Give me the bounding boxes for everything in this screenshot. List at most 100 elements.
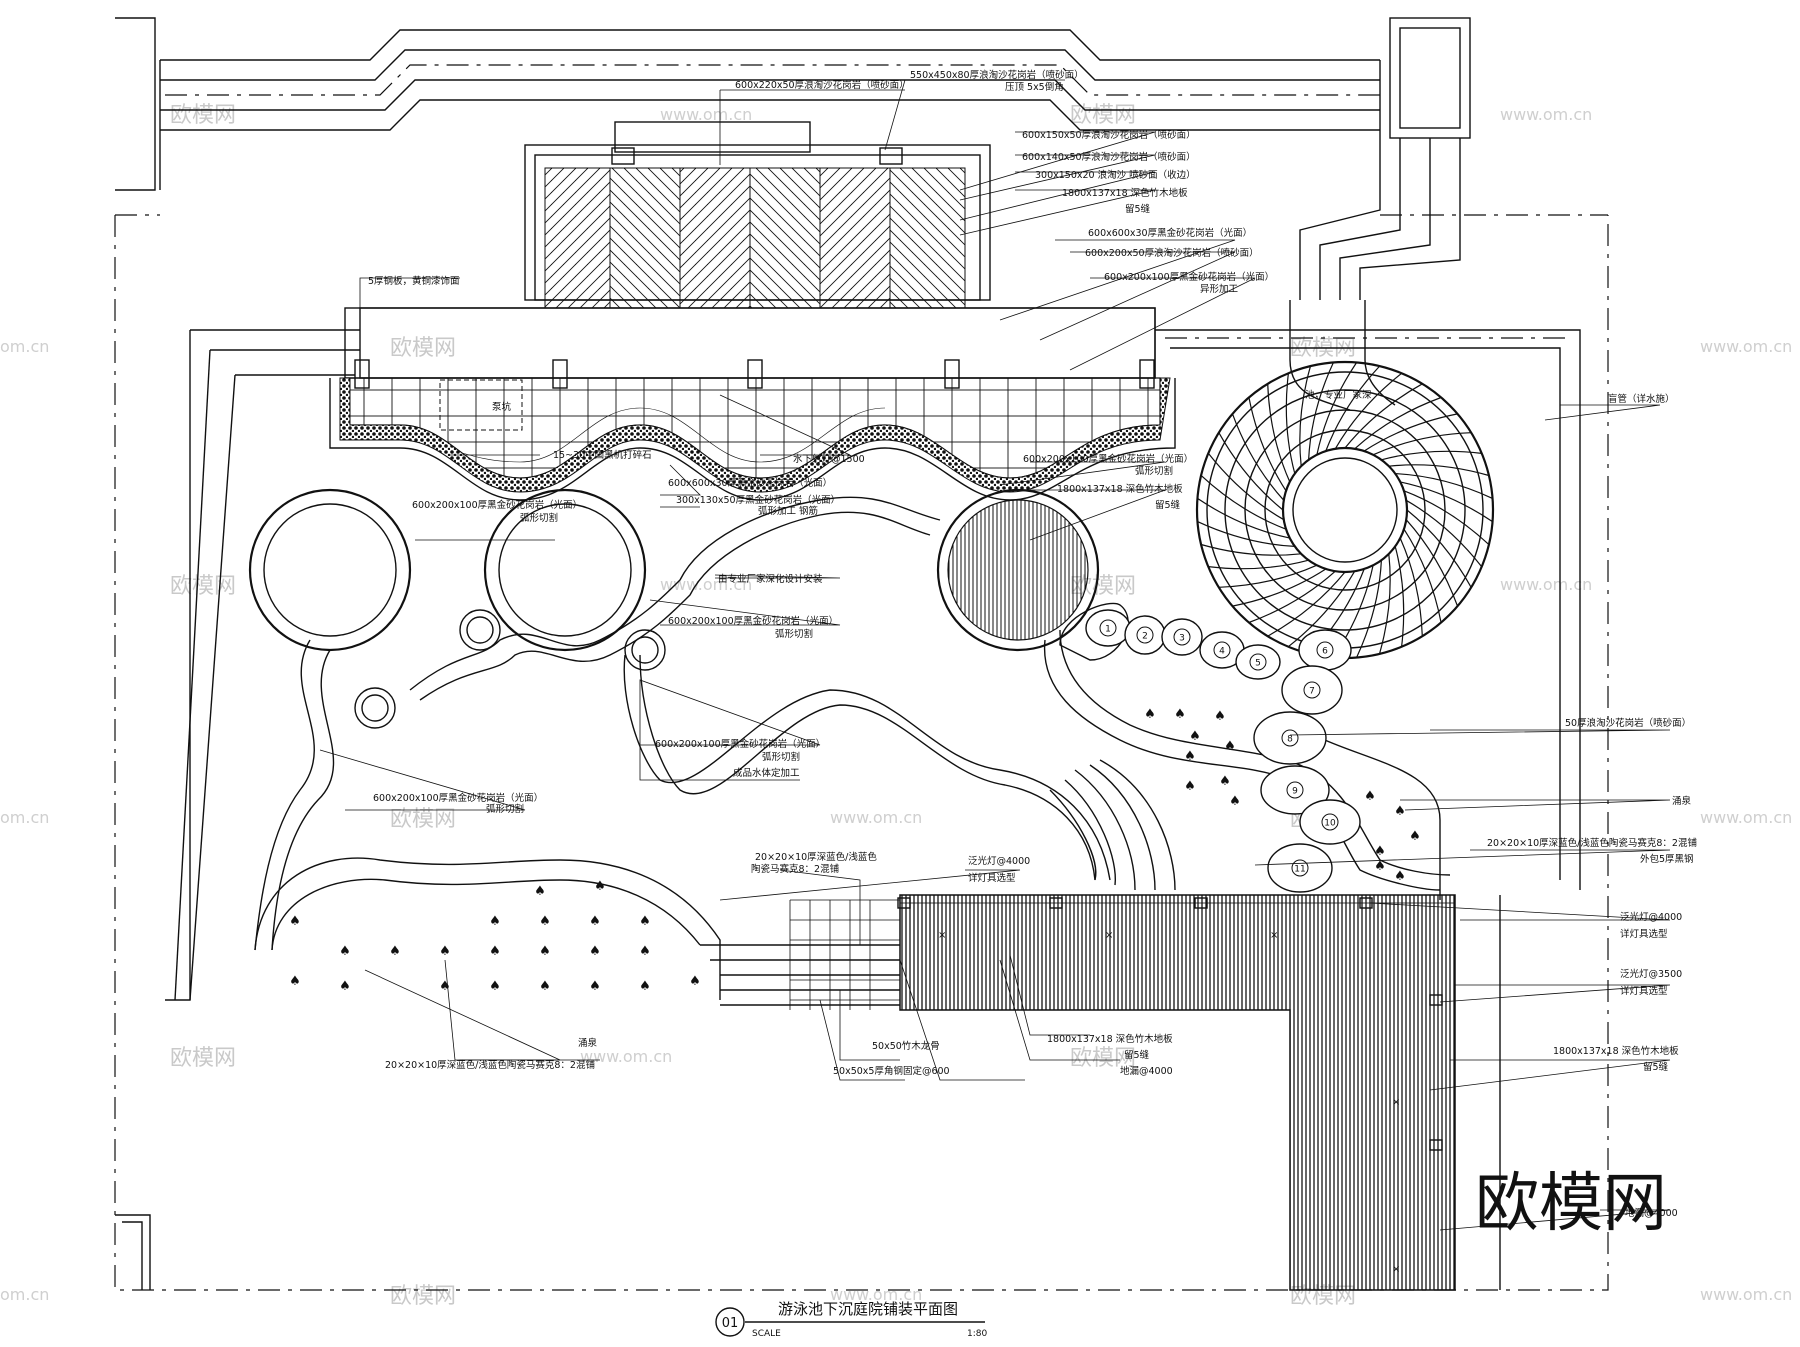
drain-mark: × <box>938 930 946 941</box>
fountain-jet-icon: ♠ <box>489 979 501 994</box>
fountain-jet-icon: ♠ <box>339 944 351 959</box>
label-crushed-stone: 15~30中国黑机打碎石 <box>553 449 652 461</box>
label-gap-1: 留5缝 <box>1125 203 1151 215</box>
fountain-jet-icon: ♠ <box>1374 844 1386 859</box>
stepping-stone-number: 11 <box>1294 865 1305 875</box>
label-floodlight-2: 泛光灯@4000 <box>1620 911 1682 923</box>
stepping-stone: 3 <box>1161 618 1203 656</box>
fountain-jet-icon: ♠ <box>589 979 601 994</box>
label-arc-cut-2: 弧形切割 <box>520 512 558 524</box>
spiral-spoke <box>1381 450 1482 461</box>
spiral-spoke <box>1400 481 1493 523</box>
fountain-jet-icon: ♠ <box>1219 774 1231 789</box>
watermark-url: www.om.cn <box>1500 105 1592 124</box>
spiral-spoke <box>1231 413 1285 501</box>
label-steel-plate: 5厚钢板，黄铜漆饰面 <box>368 275 460 287</box>
drain-mark: × <box>1392 1264 1400 1275</box>
stepping-stone-number: 3 <box>1179 634 1185 644</box>
fountain-jet-icon: ♠ <box>1174 707 1186 722</box>
spiral-spoke <box>1267 571 1346 637</box>
fountain-jet-icon: ♠ <box>439 979 451 994</box>
leader-lines <box>319 79 1671 1231</box>
spiral-spoke <box>1372 432 1472 456</box>
fountain-jet-icon: ♠ <box>1374 859 1386 874</box>
fountain-jet-icon: ♠ <box>489 914 501 929</box>
drain-mark: × <box>1105 930 1113 941</box>
fountain-jet-icon: ♠ <box>289 974 301 989</box>
spiral-spoke <box>1218 432 1284 511</box>
watermark-url: www.om.cn <box>830 808 922 827</box>
label-arc-cut-4: 弧形切割 <box>762 751 800 763</box>
label-coping-chamfer: 压顶 5x5倒角 <box>1005 81 1064 93</box>
stepping-stone: 8 <box>1253 711 1327 765</box>
label-special-shape: 异形加工 <box>1200 283 1239 295</box>
fountain-jets: ♠♠♠♠♠♠♠♠♠♠♠♠♠♠♠♠♠♠♠♠♠♠♠♠♠♠♠♠♠♠♠♠♠♠♠♠♠ <box>289 707 1421 994</box>
spiral-spoke <box>1267 383 1291 483</box>
watermark-edge: om.cn <box>0 337 49 356</box>
spiral-spoke <box>1399 537 1423 637</box>
spiral-spoke <box>1299 365 1312 467</box>
spiral-spoke <box>1287 570 1356 648</box>
fountain-jet-icon: ♠ <box>289 914 301 929</box>
drain-mark: × <box>1392 1097 1400 1108</box>
label-600x220-granite: 600x220x50厚浪淘沙花岗岩（喷砂面） <box>735 79 909 91</box>
label-gap-3: 留5缝 <box>1643 1061 1669 1073</box>
fountain-jet-icon: ♠ <box>639 914 651 929</box>
label-floodlight-3: 泛光灯@3500 <box>1620 968 1682 980</box>
label-bamboo-floor-1: 1800x137x18 深色竹木地板 <box>1062 187 1188 199</box>
label-600x150-granite: 600x150x50厚浪淘沙花岗岩（喷砂面） <box>1022 129 1196 141</box>
scale-label: SCALE <box>752 1329 781 1339</box>
watermark-url: www.om.cn <box>1500 575 1592 594</box>
label-floodlight-1: 泛光灯@4000 <box>968 855 1030 867</box>
label-spring-2: 涌泉 <box>578 1037 598 1049</box>
fountain-jet-icon: ♠ <box>1394 804 1406 819</box>
drawing-title-block: 01 游泳池下沉庭院铺装平面图 SCALE 1:80 <box>715 1300 987 1339</box>
label-mosaic-2a: 20×20×10厚深蓝色/浅蓝色 <box>755 851 877 863</box>
stepping-stone-number: 7 <box>1309 687 1315 697</box>
drawing-title: 游泳池下沉庭院铺装平面图 <box>778 1300 958 1318</box>
spiral-spoke <box>1200 474 1287 530</box>
label-black-steel: 外包5厚黑钢 <box>1640 853 1694 865</box>
watermark-url: www.om.cn <box>660 105 752 124</box>
label-arc-granite-3: 600x200x100厚黑金砂花岗岩（光面） <box>668 615 838 627</box>
label-fixture-2: 详灯具选型 <box>1620 928 1668 940</box>
fountain-jet-icon: ♠ <box>639 944 651 959</box>
label-300x150-trim: 300x150x20 浪淘沙 喷砂面（收边） <box>1035 169 1196 181</box>
spiral-spoke <box>1403 490 1490 546</box>
label-drain-2: 地漏@4000 <box>1625 1207 1678 1219</box>
label-mosaic-3: 20×20×10厚深蓝色/浅蓝色陶瓷马赛克8：2混铺 <box>385 1059 595 1071</box>
label-arc-granite-1: 600x200x100厚黑金砂花岗岩（光面） <box>1023 453 1193 465</box>
watermark-brand: 欧模网 <box>170 574 236 599</box>
drawing-index: 01 <box>722 1316 739 1331</box>
label-600x600-granite: 600x600x30厚黑金砂花岗岩（光面） <box>1088 227 1252 239</box>
watermark-edge: om.cn <box>0 1285 49 1304</box>
spiral-spoke <box>1356 560 1382 658</box>
label-550-granite: 550x450x80厚浪淘沙花岗岩（喷砂面） <box>910 69 1084 81</box>
label-600x140-granite: 600x140x50厚浪淘沙花岗岩（喷砂面） <box>1022 151 1196 163</box>
label-gap-4: 留5缝 <box>1124 1049 1150 1061</box>
label-arc-process: 弧形加工 钢筋 <box>758 505 818 517</box>
stepping-stone-number: 5 <box>1255 659 1261 669</box>
label-arc-granite-2: 600x200x100厚黑金砂花岗岩（光面） <box>412 499 582 511</box>
label-arc-granite-4: 600x200x100厚黑金砂花岗岩（光面） <box>655 738 825 750</box>
scale-value: 1:80 <box>967 1329 987 1339</box>
label-blind-pipe: 盲管（详水施） <box>1608 393 1675 405</box>
timber-deck: × × × × × <box>789 894 1456 1291</box>
spiral-spoke <box>1403 528 1442 623</box>
watermark-brand: 欧模网 <box>170 1046 236 1071</box>
spiral-spoke <box>1200 543 1302 556</box>
stepping-stone: 6 <box>1298 629 1352 671</box>
fountain-jet-icon: ♠ <box>1364 789 1376 804</box>
watermark-url: www.om.cn <box>1700 337 1792 356</box>
spiral-spoke <box>1197 521 1295 547</box>
watermark-brand: 欧模网 <box>390 807 456 832</box>
spiral-spoke <box>1232 568 1327 607</box>
fountain-jet-icon: ♠ <box>689 974 701 989</box>
stepping-stone: 5 <box>1235 644 1281 680</box>
spiral-spoke <box>1308 362 1334 460</box>
pool-platform <box>329 121 1176 501</box>
label-bamboo-floor-2: 1800x137x18 深色竹木地板 <box>1057 483 1183 495</box>
fountain-jet-icon: ♠ <box>639 979 651 994</box>
